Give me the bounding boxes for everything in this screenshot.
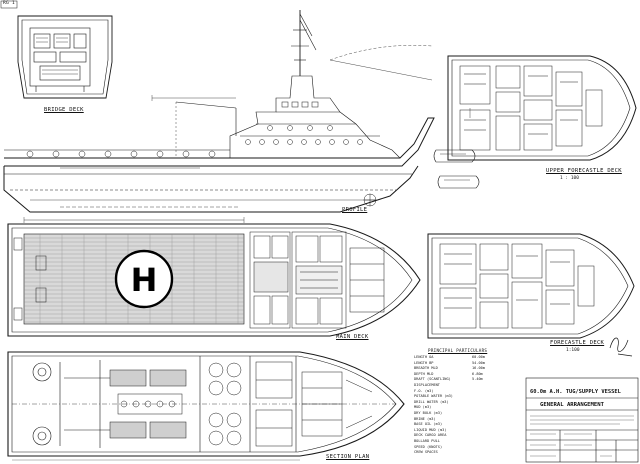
sheet-ref: RG 1 [3, 1, 16, 6]
title-block-drawing: GENERAL ARRANGEMENT [540, 402, 604, 408]
particulars-label: DECK CARGO AREA [414, 433, 447, 438]
particulars-label: DRAFT (SCANTLING) [414, 377, 451, 382]
particulars-label: DEPTH MLD [414, 371, 434, 376]
particulars-label: DISPLACEMENT [414, 383, 440, 387]
particulars-value: 6.80m [472, 371, 483, 376]
particulars-value: 5.40m [472, 377, 483, 382]
particulars-label: MUD (m3) [414, 405, 432, 410]
upper-forecastle-scale: 1 : 100 [560, 176, 579, 181]
forecastle-scale: 1:100 [566, 348, 580, 353]
section-plan-label: SECTION PLAN [326, 454, 370, 460]
particulars-value: 60.00m [472, 355, 485, 359]
particulars-label: POTABLE WATER (m3) [414, 394, 453, 399]
bridge-deck-label: BRIDGE DECK [44, 107, 84, 113]
sheet-ref-box [0, 0, 18, 9]
particulars-label: LENGTH OA [414, 355, 434, 359]
particulars-value: 54.00m [472, 360, 485, 365]
upper-forecastle-deck-label: UPPER FORECASTLE DECK [546, 168, 622, 174]
helideck-circle [114, 249, 174, 309]
particulars-label: LENGTH BP [414, 360, 434, 365]
approval-signature [609, 337, 633, 357]
particulars-label: BASE OIL (m3) [414, 422, 443, 427]
particulars-label: LIQUID MUD (m3) [414, 427, 447, 432]
forecastle-deck-label: FORECASTLE DECK [550, 340, 605, 346]
particulars-label: BREADTH MLD [414, 366, 438, 371]
particulars-label: BOLLARD PULL [414, 439, 440, 443]
title-block-title: 60.0m A.H. TUG/SUPPLY VESSEL [530, 389, 621, 395]
particulars-label: DRY BULK (m3) [414, 411, 443, 415]
profile-elevation [3, 10, 435, 213]
bridge-deck-plan [17, 15, 113, 99]
particulars-heading: PRINCIPAL PARTICULARS [428, 348, 488, 353]
particulars-label: SPEED (KNOTS) [414, 444, 443, 449]
particulars-value: 16.00m [472, 366, 485, 371]
helideck-mark: H [131, 261, 158, 299]
profile-label: PROFILE [342, 207, 368, 213]
particulars-label: CREW SPACES [414, 450, 438, 455]
main-deck-label: MAIN DECK [336, 334, 369, 340]
upper-forecastle-deck-plan [433, 55, 637, 189]
particulars-label: F.O. (m3) [414, 388, 434, 393]
particulars-label: BRINE (m3) [414, 416, 436, 421]
forecastle-deck-plan [427, 233, 635, 339]
title-block-frame [525, 377, 639, 463]
particulars-label: DRILL WATER (m3) [414, 399, 449, 404]
section-plan [7, 351, 405, 461]
main-deck-plan: H [7, 217, 421, 337]
